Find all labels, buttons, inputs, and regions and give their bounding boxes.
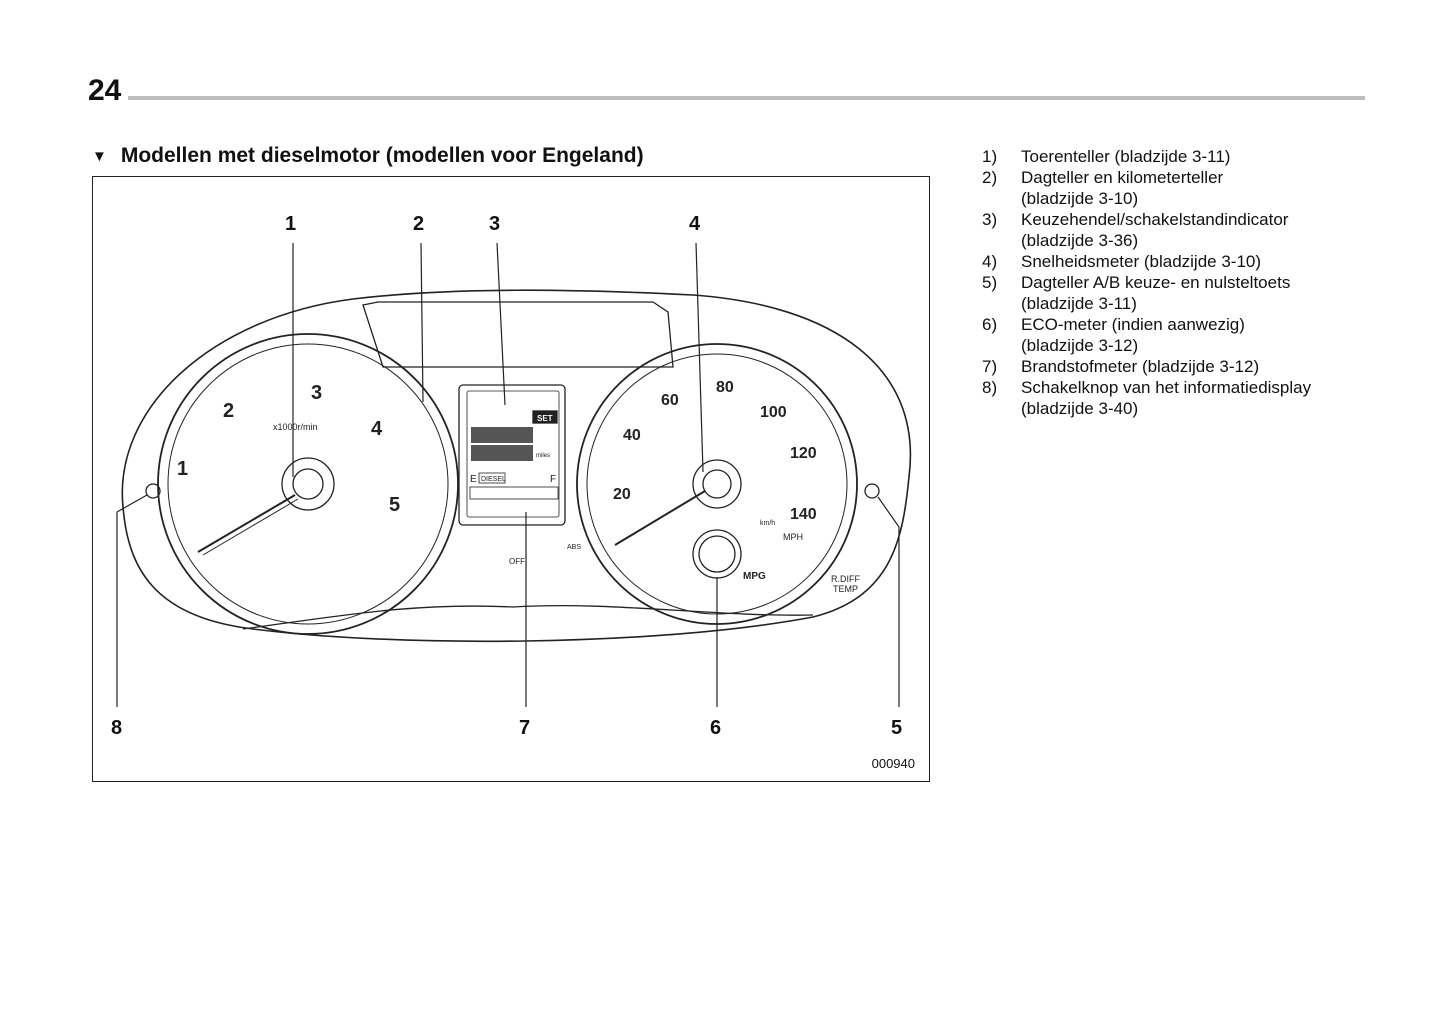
eco-meter-label: MPG <box>743 571 766 582</box>
set-badge <box>532 410 558 424</box>
legend-text: Toerenteller (bladzijde 3-11) <box>1021 147 1231 166</box>
mph-number-60: 60 <box>661 392 679 409</box>
kmh-unit: km/h <box>760 520 775 527</box>
temp-label: TEMP <box>833 584 858 594</box>
legend-item: 6) ECO-meter (indien aanwezig) (bladzijde… <box>982 314 1372 356</box>
mph-unit: MPH <box>783 532 803 542</box>
legend-text-block: Keuzehendel/schakelstandindicator (bladzi… <box>1021 209 1372 251</box>
legend-item: 5) Dagteller A/B keuze- en nulsteltoets (… <box>982 272 1372 314</box>
fuel-gauge-bar <box>469 486 559 500</box>
mph-number-100: 100 <box>760 404 787 421</box>
callout-7: 7 <box>519 717 531 739</box>
legend-subtext: (bladzijde 3-10) <box>1021 189 1139 208</box>
legend-text-block: Dagteller en kilometerteller (bladzijde 3… <box>1021 167 1372 209</box>
legend-text: Schakelknop van het informatiedisplay <box>1021 378 1312 397</box>
off-label: OFF <box>509 557 525 566</box>
info-display-knob <box>145 483 161 499</box>
legend-text-block: Schakelknop van het informatiedisplay (bl… <box>1021 377 1372 419</box>
legend-number: 3) <box>982 210 998 229</box>
callout-6: 6 <box>710 717 722 739</box>
callout-8: 8 <box>111 717 123 739</box>
section-title: ▼ Modellen met dieselmotor (modellen voor… <box>92 144 644 168</box>
page-number: 24 <box>88 74 122 107</box>
legend-subtext: (bladzijde 3-12) <box>1021 336 1139 355</box>
tachometer-needle-edge <box>202 498 299 556</box>
cluster-housing <box>121 289 912 643</box>
eco-meter-gauge: MPG <box>692 529 766 582</box>
legend-item: 7) Brandstofmeter (bladzijde 3-12) <box>982 356 1372 377</box>
legend-text: Keuzehendel/schakelstandindicator <box>1021 210 1289 229</box>
legend-text-block: Dagteller A/B keuze- en nulsteltoets (bla… <box>1021 272 1372 314</box>
legend-text: Snelheidsmeter (bladzijde 3-10) <box>1021 252 1262 271</box>
legend-item: 8) Schakelknop van het informatiedisplay… <box>982 377 1372 419</box>
fuel-empty-label: E <box>470 474 477 485</box>
section-triangle-icon: ▼ <box>92 148 107 165</box>
tacho-unit: x1000r/min <box>273 422 318 432</box>
legend-subtext: (bladzijde 3-36) <box>1021 231 1139 250</box>
rdiff-label: R.DIFF <box>831 574 860 584</box>
fuel-type-label: DIESEL <box>481 476 506 483</box>
callout-4: 4 <box>689 213 701 235</box>
mph-number-80: 80 <box>716 379 734 396</box>
legend-list: 1) Toerenteller (bladzijde 3-11) 2) Dagt… <box>982 146 1372 419</box>
instrument-cluster-drawing: 1 2 3 4 5 x1000r/min 20 40 60 80 100 120… <box>116 242 912 707</box>
callout-1: 1 <box>285 213 297 235</box>
legend-number: 2) <box>982 168 998 187</box>
mph-number-120: 120 <box>790 445 817 462</box>
tacho-number-2: 2 <box>223 400 234 422</box>
fuel-full-label: F <box>550 474 556 485</box>
warning-lamp-hood <box>362 301 674 368</box>
legend-text: Dagteller en kilometerteller <box>1021 168 1224 187</box>
mph-number-20: 20 <box>613 486 631 503</box>
tacho-number-3: 3 <box>311 382 322 404</box>
instrument-cluster-figure: 1 2 3 4 5 x1000r/min 20 40 60 80 100 120… <box>92 176 930 782</box>
legend-item: 2) Dagteller en kilometerteller (bladzijd… <box>982 167 1372 209</box>
legend-number: 5) <box>982 273 998 292</box>
section-title-text: Modellen met dieselmotor (modellen voor … <box>120 144 644 167</box>
speedometer-needle <box>614 490 706 546</box>
figure-code: 000940 <box>871 756 915 771</box>
legend-number: 8) <box>982 378 998 397</box>
callout-leader-lines <box>116 242 900 707</box>
legend-item: 4) Snelheidsmeter (bladzijde 3-10) <box>982 251 1372 272</box>
tachometer-needle <box>197 494 296 553</box>
cluster-inner-rim <box>242 604 814 630</box>
tacho-number-4: 4 <box>371 418 383 440</box>
legend-text-block: ECO-meter (indien aanwezig) (bladzijde 3-… <box>1021 314 1372 356</box>
legend-item: 3) Keuzehendel/schakelstandindicator (bla… <box>982 209 1372 251</box>
legend-subtext: (bladzijde 3-40) <box>1021 399 1139 418</box>
set-label: SET <box>537 414 553 423</box>
mph-number-40: 40 <box>623 427 641 444</box>
tacho-number-5: 5 <box>389 494 400 516</box>
legend-text: ECO-meter (indien aanwezig) <box>1021 315 1245 334</box>
center-multi-display: SET miles E F DIESEL <box>458 384 566 526</box>
trip-reset-knob <box>864 483 880 499</box>
trip-digits <box>471 427 533 443</box>
miles-label: miles <box>536 453 550 459</box>
legend-text: Dagteller A/B keuze- en nulsteltoets <box>1021 273 1291 292</box>
callout-3: 3 <box>489 213 501 235</box>
legend-number: 6) <box>982 315 998 334</box>
legend-text: Brandstofmeter (bladzijde 3-12) <box>1021 357 1260 376</box>
callout-2: 2 <box>413 213 425 235</box>
legend-number: 7) <box>982 357 998 376</box>
mph-number-140: 140 <box>790 506 817 523</box>
header-rule <box>128 96 1365 100</box>
abs-label: ABS <box>567 544 581 551</box>
callout-5: 5 <box>891 717 903 739</box>
tachometer-gauge: 1 2 3 4 5 x1000r/min <box>157 333 459 635</box>
legend-subtext: (bladzijde 3-11) <box>1021 294 1137 313</box>
tacho-number-1: 1 <box>177 458 188 480</box>
odometer-digits <box>471 445 533 461</box>
legend-number: 4) <box>982 252 998 271</box>
legend-item: 1) Toerenteller (bladzijde 3-11) <box>982 146 1372 167</box>
legend-number: 1) <box>982 147 998 166</box>
